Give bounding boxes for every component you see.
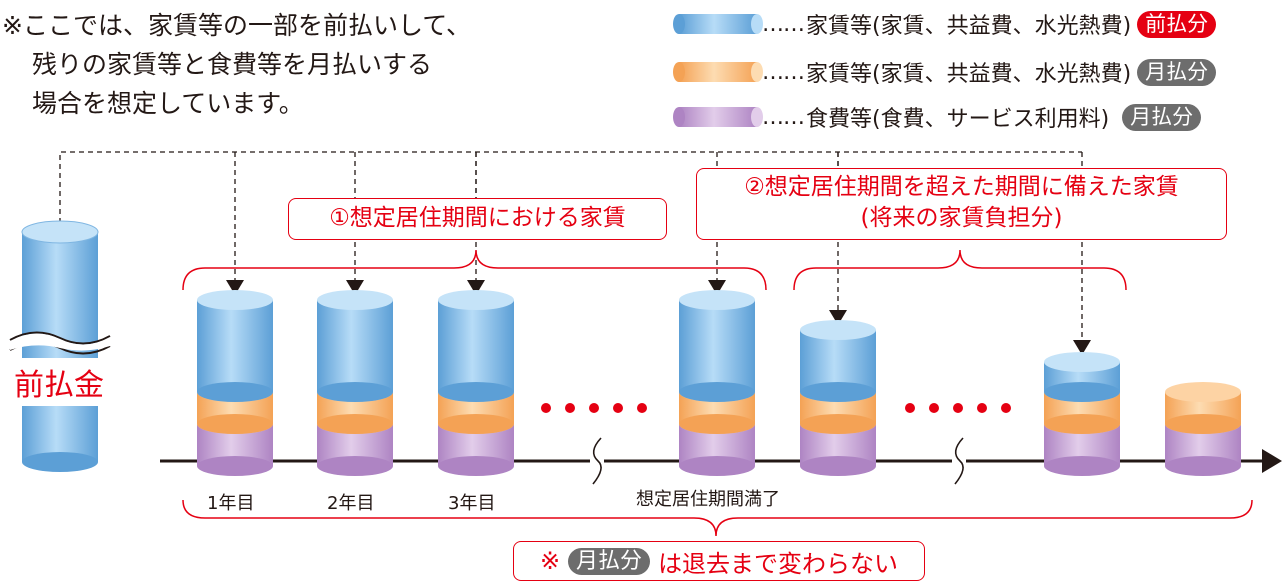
callout-expected-period-rent: ①想定居住期間における家賃 [288, 198, 667, 240]
legend-item-monthly-food: …… 食費等(食費、サービス利用料) 月払分 [762, 101, 1202, 133]
stack-after-3 [1165, 382, 1241, 476]
blue-layer [438, 290, 514, 402]
orange-layer [1165, 382, 1241, 434]
legend-dots: …… [762, 11, 805, 37]
stack-after-2 [1044, 352, 1120, 476]
axis-break-1 [590, 437, 604, 485]
legend-dots: …… [762, 59, 805, 85]
legend-text: 食費等(食費、サービス利用料) [806, 107, 1117, 132]
stack-year-3 [438, 290, 514, 476]
axis-break-2 [952, 437, 966, 485]
legend-item-prepaid-rent: …… 家賃等(家賃、共益費、水光熱費) 前払分 [762, 8, 1217, 40]
stack-year-1 [197, 290, 273, 476]
prepayment-cylinder [9, 220, 111, 472]
legend-swatch-orange [673, 62, 763, 82]
bottom-note-suffix: は退去まで変わらない [658, 549, 899, 578]
prepayment-label: 前払金 [0, 358, 118, 406]
stack-after-1 [800, 320, 876, 476]
year-label-2: 2年目 [327, 493, 375, 514]
callout-beyond-period-rent: ②想定居住期間を超えた期間に備えた家賃 (将来の家賃負担分) [696, 168, 1227, 240]
legend-swatch-purple [673, 107, 763, 127]
ellipsis-dots [541, 403, 1011, 413]
expiry-label: 想定居住期間満了 [636, 489, 780, 510]
blue-layer [197, 290, 273, 402]
stacked-cylinders [197, 290, 1241, 476]
legend-badge-prepaid: 前払分 [1137, 10, 1217, 38]
legend-item-monthly-rent: …… 家賃等(家賃、共益費、水光熱費) 月払分 [762, 56, 1217, 88]
callout-beyond-line-2: (将来の家賃負担分) [860, 205, 1063, 231]
arrowheads [226, 280, 1091, 355]
note-line-3: 場合を想定しています。 [32, 89, 304, 118]
legend-badge-monthly: 月払分 [1137, 58, 1217, 86]
year-label-3: 3年目 [448, 493, 496, 514]
bottom-note-badge: 月払分 [568, 547, 651, 575]
callout-expected-period-text: ①想定居住期間における家賃 [329, 205, 626, 231]
bottom-note: ※ 月払分 は退去まで変わらない [513, 541, 925, 581]
braces [182, 249, 1253, 537]
legend-swatches [673, 14, 763, 127]
legend-text: 家賃等(家賃、共益費、水光熱費) [806, 62, 1132, 87]
legend-badge-monthly: 月払分 [1122, 103, 1202, 131]
stack-year-2 [317, 290, 393, 476]
legend-swatch-blue [673, 14, 763, 34]
assumption-note: ※ここでは、家賃等の一部を前払いして、 残りの家賃等と食費等を月払いする 場合を… [2, 6, 471, 123]
callout-beyond-line-1: ②想定居住期間を超えた期間に備えた家賃 [744, 174, 1179, 200]
year-label-1: 1年目 [207, 493, 255, 514]
blue-layer [800, 320, 876, 402]
stack-expiry [679, 290, 755, 476]
bottom-note-prefix: ※ [539, 547, 561, 575]
note-line-2: 残りの家賃等と食費等を月払いする [32, 50, 433, 79]
blue-layer [1044, 352, 1120, 402]
legend-text: 家賃等(家賃、共益費、水光熱費) [806, 14, 1132, 39]
legend-dots: …… [762, 104, 805, 130]
note-line-1: ※ここでは、家賃等の一部を前払いして、 [2, 11, 471, 40]
blue-layer [679, 290, 755, 402]
blue-layer [317, 290, 393, 402]
